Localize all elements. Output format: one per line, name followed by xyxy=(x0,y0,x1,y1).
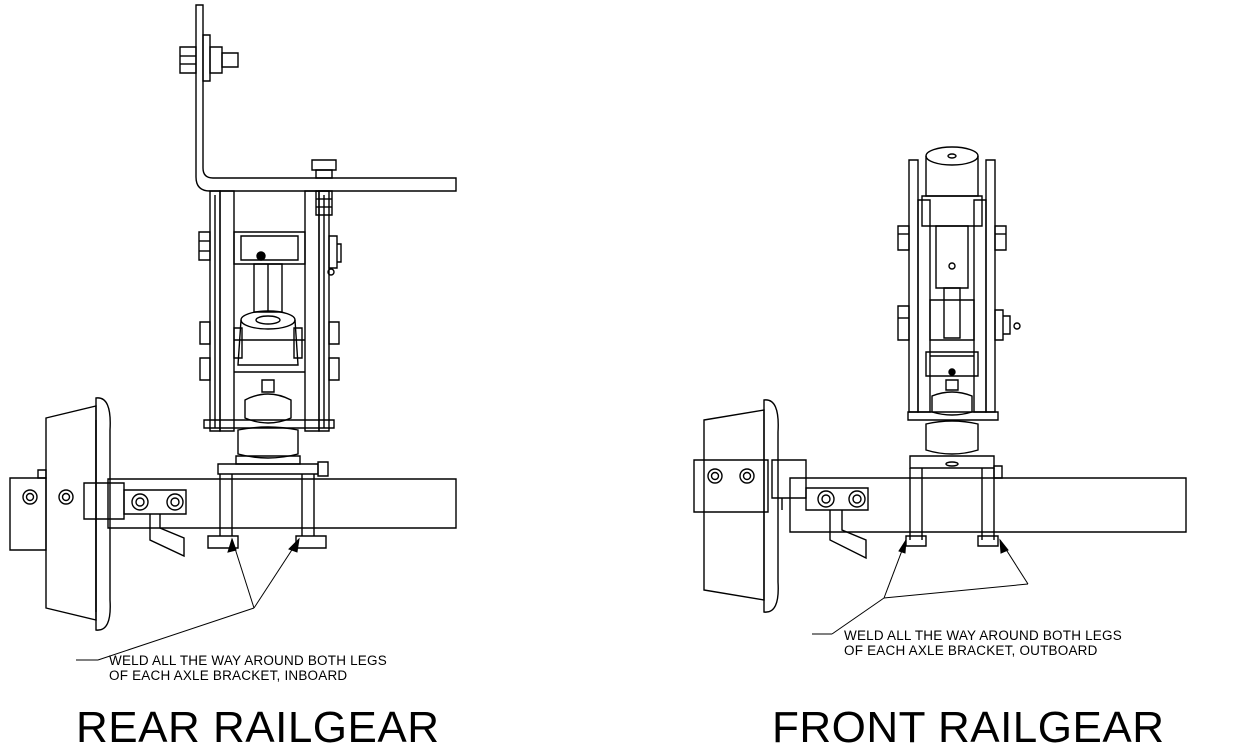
rear-middle-bolts xyxy=(200,322,339,380)
rear-spring-cap xyxy=(234,311,302,365)
front-weld-leader xyxy=(812,540,1028,634)
front-piston-body xyxy=(936,226,968,338)
front-note-line1: WELD ALL THE WAY AROUND BOTH LEGS xyxy=(844,628,1122,643)
rear-air-bellows xyxy=(204,380,334,464)
rear-axle-bracket xyxy=(208,462,328,548)
front-air-bellows xyxy=(908,380,998,454)
rear-weld-leader xyxy=(76,539,299,660)
front-upper-bolts xyxy=(898,226,1006,250)
rear-weld-note: WELD ALL THE WAY AROUND BOTH LEGS OF EAC… xyxy=(109,653,387,683)
front-railgear-assembly xyxy=(694,147,1186,634)
front-note-line2: OF EACH AXLE BRACKET, OUTBOARD xyxy=(844,643,1098,658)
front-axle-tube xyxy=(790,478,1186,532)
rear-mounting-angle-bracket xyxy=(180,5,456,191)
rear-axle-clamp xyxy=(84,483,186,556)
front-wheel xyxy=(694,400,778,612)
rear-side-plates xyxy=(210,191,329,431)
front-axle-bracket xyxy=(906,456,1002,546)
front-weld-note: WELD ALL THE WAY AROUND BOTH LEGS OF EAC… xyxy=(844,628,1122,658)
front-top-cylinder xyxy=(922,147,982,226)
rear-axle-tube xyxy=(108,479,456,528)
front-axle-clamp xyxy=(772,460,868,558)
rear-note-line2: OF EACH AXLE BRACKET, INBOARD xyxy=(109,668,347,683)
rear-railgear-title: REAR RAILGEAR xyxy=(76,703,439,749)
front-middle-pivot xyxy=(898,300,1020,376)
front-railgear-title: FRONT RAILGEAR xyxy=(772,703,1164,749)
rear-piston-rod xyxy=(254,264,282,312)
rear-wheel xyxy=(10,398,110,630)
rear-railgear-assembly xyxy=(10,5,456,660)
rear-note-line1: WELD ALL THE WAY AROUND BOTH LEGS xyxy=(109,653,387,668)
